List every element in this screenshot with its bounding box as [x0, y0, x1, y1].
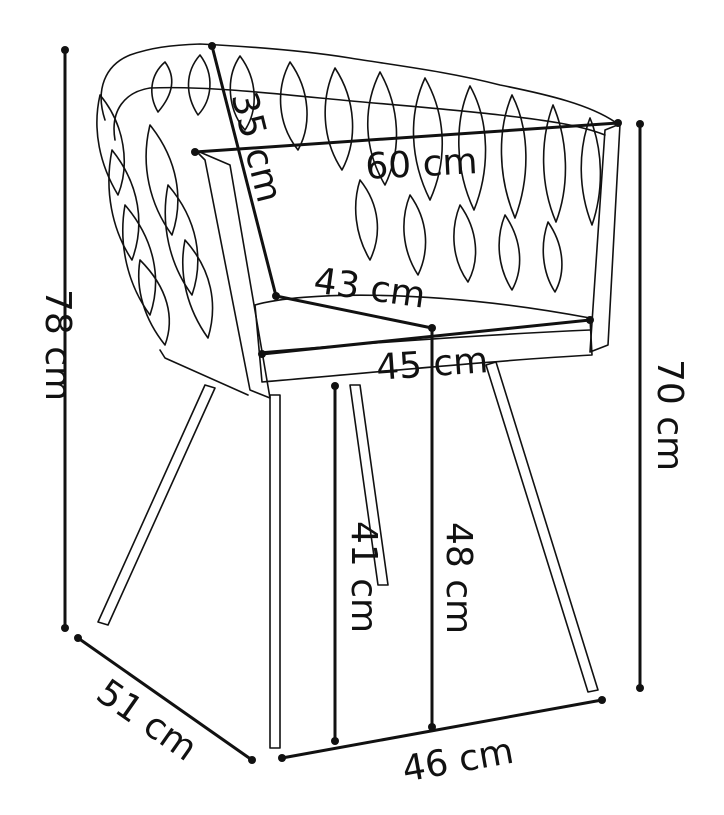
chair-drawing: [96, 43, 621, 749]
back-left-leg: [97, 384, 216, 626]
leg-height-label: 41 cm: [343, 521, 384, 633]
back-right-leg: [349, 384, 389, 586]
width-label: 60 cm: [364, 141, 478, 188]
leg-span-label: 46 cm: [399, 731, 517, 791]
chair-legs: [97, 361, 599, 749]
left-frame: [194, 149, 271, 399]
front-left-leg: [269, 394, 281, 749]
woven-left-armrest: [96, 94, 214, 346]
dimension-lines: [61, 42, 644, 764]
total-height-label: 78 cm: [37, 289, 78, 401]
backrest-shell: [100, 43, 616, 123]
seat-height-label: 48 cm: [438, 522, 479, 634]
armrest-height-label: 70 cm: [649, 359, 690, 471]
woven-backrest-loops: [151, 54, 602, 293]
backrest-inner-rim: [113, 86, 606, 141]
right-frame: [589, 123, 621, 353]
seat-cushion: [254, 294, 593, 383]
seat-width-label: 45 cm: [375, 340, 490, 389]
front-right-leg: [485, 361, 599, 693]
